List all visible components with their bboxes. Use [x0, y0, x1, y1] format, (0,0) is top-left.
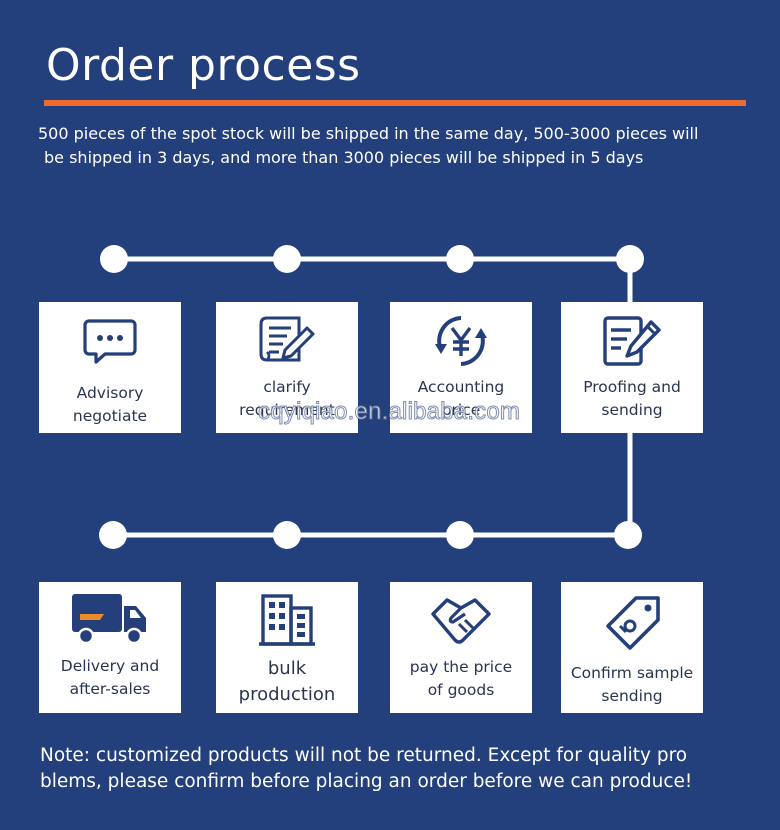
chat-bubble-icon — [39, 318, 181, 364]
step-label: pay the price of goods — [409, 658, 513, 699]
track-node-7 — [273, 521, 301, 549]
track-node-5 — [614, 521, 642, 549]
step-label: Proofing and sending — [583, 378, 681, 419]
building-icon — [216, 592, 358, 648]
page-title: Order process — [46, 40, 361, 91]
track-node-1 — [100, 245, 128, 273]
step-card-delivery: Delivery and after-sales — [39, 582, 181, 713]
document-edit-icon — [216, 314, 358, 366]
step-card-bulk-production: bulk production — [216, 582, 358, 713]
note-line-2: blems, please confirm before placing an … — [40, 771, 693, 792]
track-node-2 — [273, 245, 301, 273]
shipping-info: 500 pieces of the spot stock will be shi… — [38, 122, 738, 170]
track-node-3 — [446, 245, 474, 273]
step-card-pay: pay the price of goods — [390, 582, 532, 713]
step-card-confirm-sample: Confirm sample sending — [561, 582, 703, 713]
step-card-proofing: Proofing and sending — [561, 302, 703, 433]
price-tag-icon — [561, 594, 703, 650]
step-card-accounting: Accounting price — [390, 302, 532, 433]
watermark: cqyiqiao.en.alibaba.com — [257, 398, 521, 426]
step-label: bulk production — [238, 658, 336, 705]
shipping-info-line-2: be shipped in 3 days, and more than 3000… — [44, 148, 644, 167]
form-pencil-icon — [561, 314, 703, 368]
yen-cycle-icon — [390, 314, 532, 368]
track-node-4 — [616, 245, 644, 273]
title-underline — [44, 100, 746, 106]
step-label: Accounting price — [417, 378, 505, 419]
step-card-advisory: Advisory negotiate — [39, 302, 181, 433]
handshake-icon — [390, 594, 532, 646]
step-card-clarify: clarify requirement — [216, 302, 358, 433]
shipping-info-line-1: 500 pieces of the spot stock will be shi… — [38, 124, 699, 143]
note-text: Note: customized products will not be re… — [40, 743, 760, 795]
track-node-6 — [446, 521, 474, 549]
step-label: Advisory negotiate — [72, 384, 148, 425]
step-label: clarify requirement — [239, 378, 335, 419]
delivery-truck-icon — [39, 592, 181, 646]
step-label: Confirm sample sending — [570, 664, 694, 705]
step-label: Delivery and after-sales — [60, 657, 160, 698]
note-line-1: Note: customized products will not be re… — [40, 745, 688, 766]
track-node-8 — [99, 521, 127, 549]
